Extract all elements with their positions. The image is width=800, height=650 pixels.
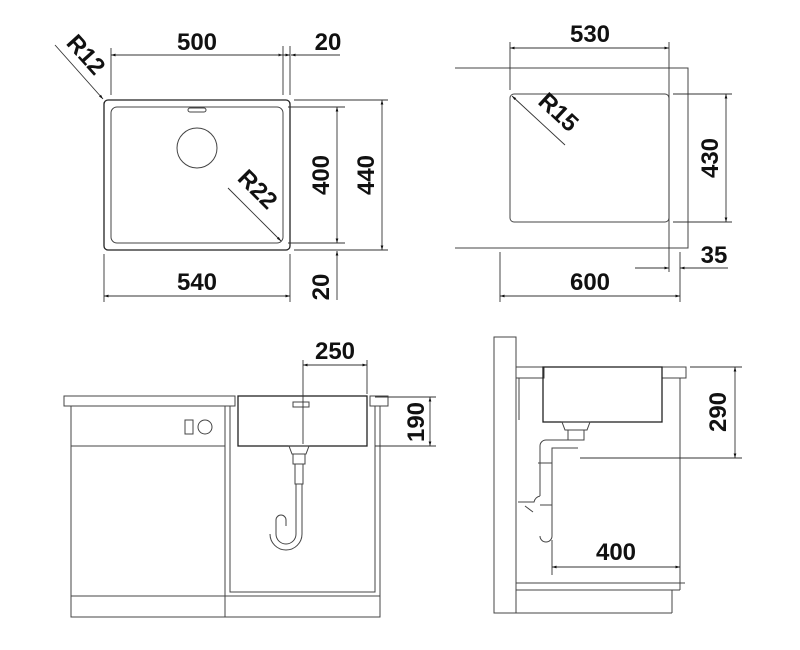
drain-hole [176, 127, 218, 169]
dim-drain-height: 290 [705, 392, 732, 432]
sink-top-view: 500 20 R12 R22 400 440 20 540 [54, 29, 388, 302]
dim-height-inner: 400 [308, 155, 335, 195]
countertop-outline [455, 67, 689, 249]
dim-cutout-width: 530 [570, 21, 610, 48]
drain-trap [269, 445, 310, 551]
dishwasher-knob-icon [197, 419, 213, 435]
cabinet-side [516, 378, 685, 614]
dishwasher-button-icon [184, 419, 194, 435]
cutout-view: 530 R15 430 35 600 [455, 21, 732, 302]
dim-cutout-radius: R15 [533, 88, 584, 138]
countertop-back [515, 366, 545, 379]
dim-edge-offset: 35 [701, 242, 728, 269]
sink-bowl-side [542, 366, 663, 423]
sink-bowl [110, 106, 284, 244]
overflow-slot [187, 107, 207, 113]
sink-outer-rim [103, 99, 291, 251]
countertop-right [369, 395, 389, 407]
dim-bowl-depth: 190 [403, 402, 430, 442]
dim-radius-inner: R22 [232, 165, 282, 215]
dim-width-outer: 540 [177, 269, 217, 296]
dim-cabinet-depth: 400 [596, 539, 636, 566]
dim-drain-offset: 250 [315, 338, 355, 365]
countertop-front [661, 366, 687, 379]
countertop-left [63, 395, 236, 407]
wall [493, 336, 517, 614]
drain-trap-side [518, 421, 591, 543]
dim-height-outer: 440 [353, 155, 380, 195]
sink-bowl-front [237, 395, 368, 447]
cabinets [70, 406, 381, 618]
front-view: 250 190 [63, 338, 436, 618]
dim-rim-right: 20 [315, 29, 342, 56]
side-view: 290 400 [493, 336, 742, 614]
dim-radius-outer: R12 [61, 30, 111, 81]
dim-rim-bottom: 20 [308, 274, 335, 301]
dim-cutout-height: 430 [697, 138, 724, 178]
dim-width-inner: 500 [177, 29, 217, 56]
overflow-front [292, 401, 310, 408]
dim-cabinet-width: 600 [570, 269, 610, 296]
cutout-outline [509, 93, 670, 223]
